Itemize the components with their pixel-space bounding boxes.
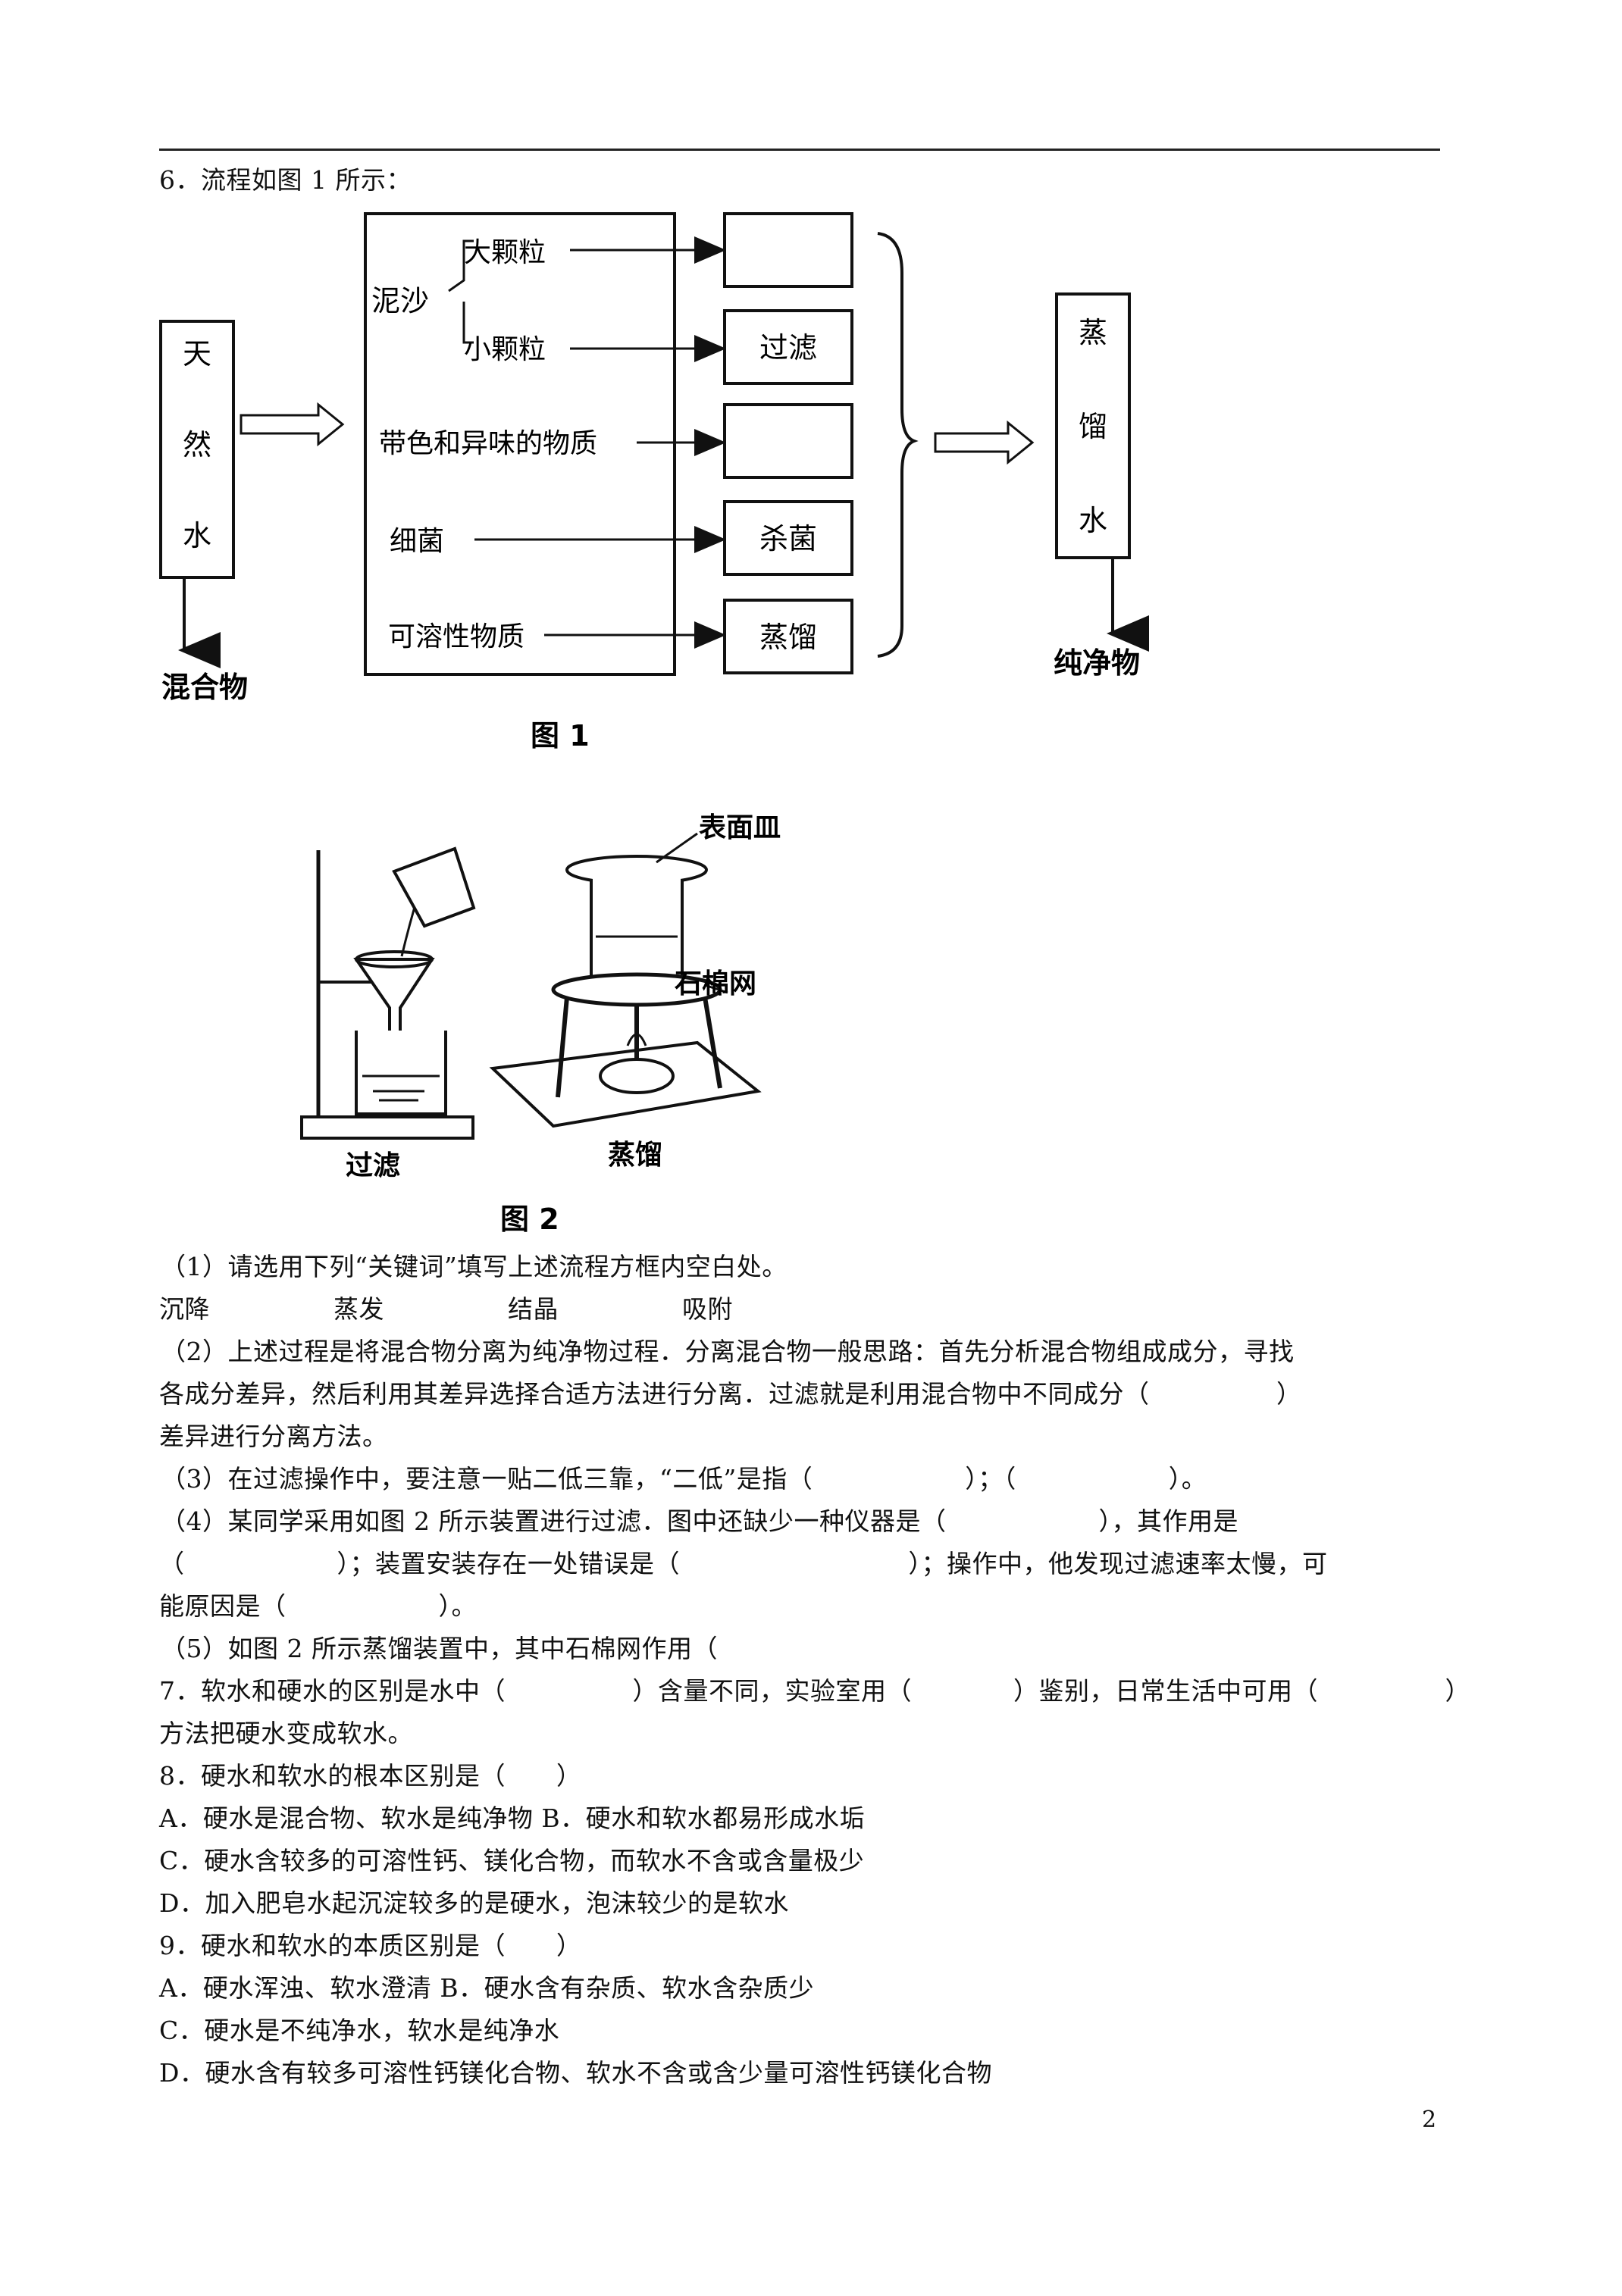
keyword-list: 沉降 蒸发 结晶 吸附	[159, 1294, 733, 1325]
figure-2-apparatus: 过滤 表面皿 石棉网 蒸馏 图 2	[300, 812, 781, 1236]
brace	[877, 232, 919, 658]
blank-box-1	[723, 212, 853, 288]
q6-part4-line2: （ ）；装置安装存在一处错误是（ ）；操作中，他发现过滤速率太慢，可	[159, 1549, 1328, 1578]
sterilize-box	[723, 500, 853, 576]
blank-box-2	[723, 403, 853, 479]
natural-water-box	[159, 320, 235, 579]
q6-part2-line1: （2）上述过程是将混合物分离为纯净物过程．分离混合物一般思路：首先分析混合物组成…	[161, 1337, 1295, 1366]
q6-heading: 6．流程如图 1 所示：	[159, 165, 412, 195]
keyword-3: 结晶	[508, 1294, 559, 1324]
q6-part2-line2: 各成分差异，然后利用其差异选择合适方法进行分离．过滤就是利用混合物中不同成分（ …	[159, 1379, 1302, 1409]
q6-part4-line3: 能原因是（ ）。	[159, 1591, 477, 1621]
distilled-char-1: 蒸	[1079, 316, 1107, 349]
q8-option-c: C．硬水含较多的可溶性钙、镁化合物，而软水不含或含量极少	[159, 1846, 865, 1875]
colored-odor-label: 带色和异味的物质	[379, 428, 597, 459]
q9-option-ab: A．硬水浑浊、软水澄清 B．硬水含有杂质、软水含杂质少	[159, 1973, 815, 2003]
watch-glass-label: 表面皿	[699, 812, 781, 843]
natural-water-char-2: 然	[183, 428, 211, 461]
keyword-4: 吸附	[682, 1294, 733, 1324]
soluble-label: 可溶性物质	[388, 621, 524, 652]
q7-line2: 方法把硬水变成软水。	[159, 1719, 413, 1748]
distill-box-label: 蒸馏	[759, 621, 817, 654]
sterilize-box-label: 杀菌	[759, 522, 817, 555]
filter-box-label: 过滤	[759, 331, 817, 364]
header-rule	[159, 149, 1440, 151]
figure-1-caption: 图 1	[531, 719, 590, 752]
mixture-label: 混合物	[161, 671, 248, 704]
figure-1-flowchart: 天 然 水 混合物 泥沙 大颗粒 小颗粒 带色和异味的物质 细菌 可溶性物质 过…	[159, 212, 1149, 752]
q6-part5: （5）如图 2 所示蒸馏装置中，其中石棉网作用（	[161, 1634, 718, 1663]
page-number: 2	[1422, 2107, 1437, 2133]
q9-option-c: C．硬水是不纯净水，软水是纯净水	[159, 2016, 560, 2045]
q6-part1: （1）请选用下列“关键词”填写上述流程方框内空白处。	[161, 1252, 788, 1281]
figure-2-caption: 图 2	[500, 1203, 559, 1236]
q6-part2-line3: 差异进行分离方法。	[159, 1422, 388, 1451]
small-particles-label: 小颗粒	[464, 334, 546, 365]
asbestos-net-label: 石棉网	[675, 968, 756, 999]
q6-part3: （3）在过滤操作中，要注意一贴二低三靠，“二低”是指（ ）；（ ）。	[161, 1464, 1207, 1494]
distilled-water-box	[1055, 292, 1131, 559]
large-particles-label: 大颗粒	[464, 237, 546, 268]
distilled-char-3: 水	[1079, 504, 1107, 537]
filter-box	[723, 309, 853, 385]
distilled-char-2: 馏	[1079, 410, 1107, 443]
distillation-apparatus	[489, 855, 762, 1128]
q7-line1: 7．软水和硬水的区别是水中（ ）含量不同，实验室用（ ）鉴别，日常生活中可用（ …	[159, 1676, 1470, 1706]
distill-apparatus-label: 蒸馏	[608, 1140, 662, 1171]
q6-part4-line1: （4）某同学采用如图 2 所示装置进行过滤．图中还缺少一种仪器是（ ），其作用是	[161, 1506, 1238, 1536]
q9-option-d: D．硬水含有较多可溶性钙镁化合物、软水不含或含少量可溶性钙镁化合物	[159, 2058, 992, 2088]
bacteria-label: 细菌	[390, 526, 444, 557]
q9-stem: 9．硬水和软水的本质区别是（ ）	[159, 1931, 582, 1960]
pure-label: 纯净物	[1054, 646, 1140, 680]
filter-apparatus-label: 过滤	[346, 1150, 400, 1181]
hollow-arrow-1	[240, 402, 345, 447]
mud-sand-label: 泥沙	[371, 284, 429, 317]
filtration-apparatus	[300, 846, 476, 1140]
q8-option-ab: A．硬水是混合物、软水是纯净物 B．硬水和软水都易形成水垢	[159, 1803, 866, 1833]
natural-water-char-3: 水	[183, 519, 211, 552]
components-box	[364, 212, 676, 676]
keyword-1: 沉降	[159, 1294, 210, 1324]
hollow-arrow-2	[934, 420, 1035, 465]
q8-option-d: D．加入肥皂水起沉淀较多的是硬水，泡沫较少的是软水	[159, 1888, 789, 1918]
natural-water-char-1: 天	[183, 337, 211, 371]
keyword-2: 蒸发	[333, 1294, 384, 1324]
distill-box	[723, 599, 853, 674]
q8-stem: 8．硬水和软水的根本区别是（ ）	[159, 1761, 582, 1791]
